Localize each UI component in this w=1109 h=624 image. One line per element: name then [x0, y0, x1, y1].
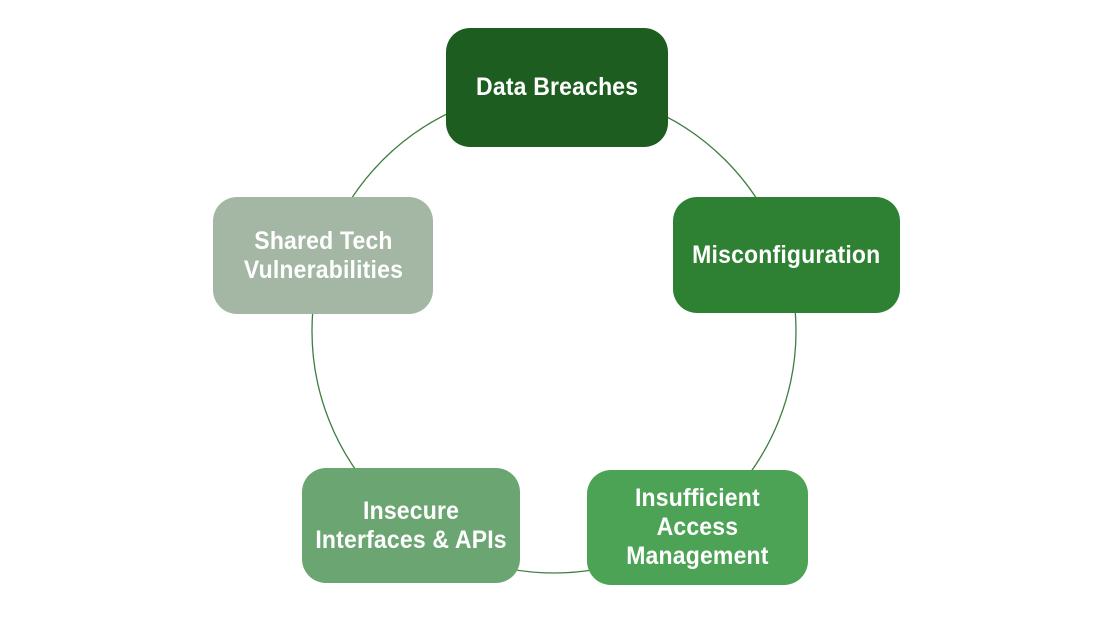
node-insecure-interfaces-apis: Insecure Interfaces & APIs — [302, 468, 520, 583]
node-label: Insecure Interfaces & APIs — [315, 496, 507, 554]
node-data-breaches: Data Breaches — [446, 28, 668, 147]
node-label: Insufficient Access Management — [626, 484, 769, 570]
node-insufficient-access-management: Insufficient Access Management — [587, 470, 808, 585]
node-label: Shared Tech Vulnerabilities — [243, 226, 403, 284]
node-misconfiguration: Misconfiguration — [673, 197, 900, 313]
node-label: Data Breaches — [475, 73, 639, 101]
node-label: Misconfiguration — [692, 240, 881, 269]
node-shared-tech-vulnerabilities: Shared Tech Vulnerabilities — [213, 197, 433, 314]
